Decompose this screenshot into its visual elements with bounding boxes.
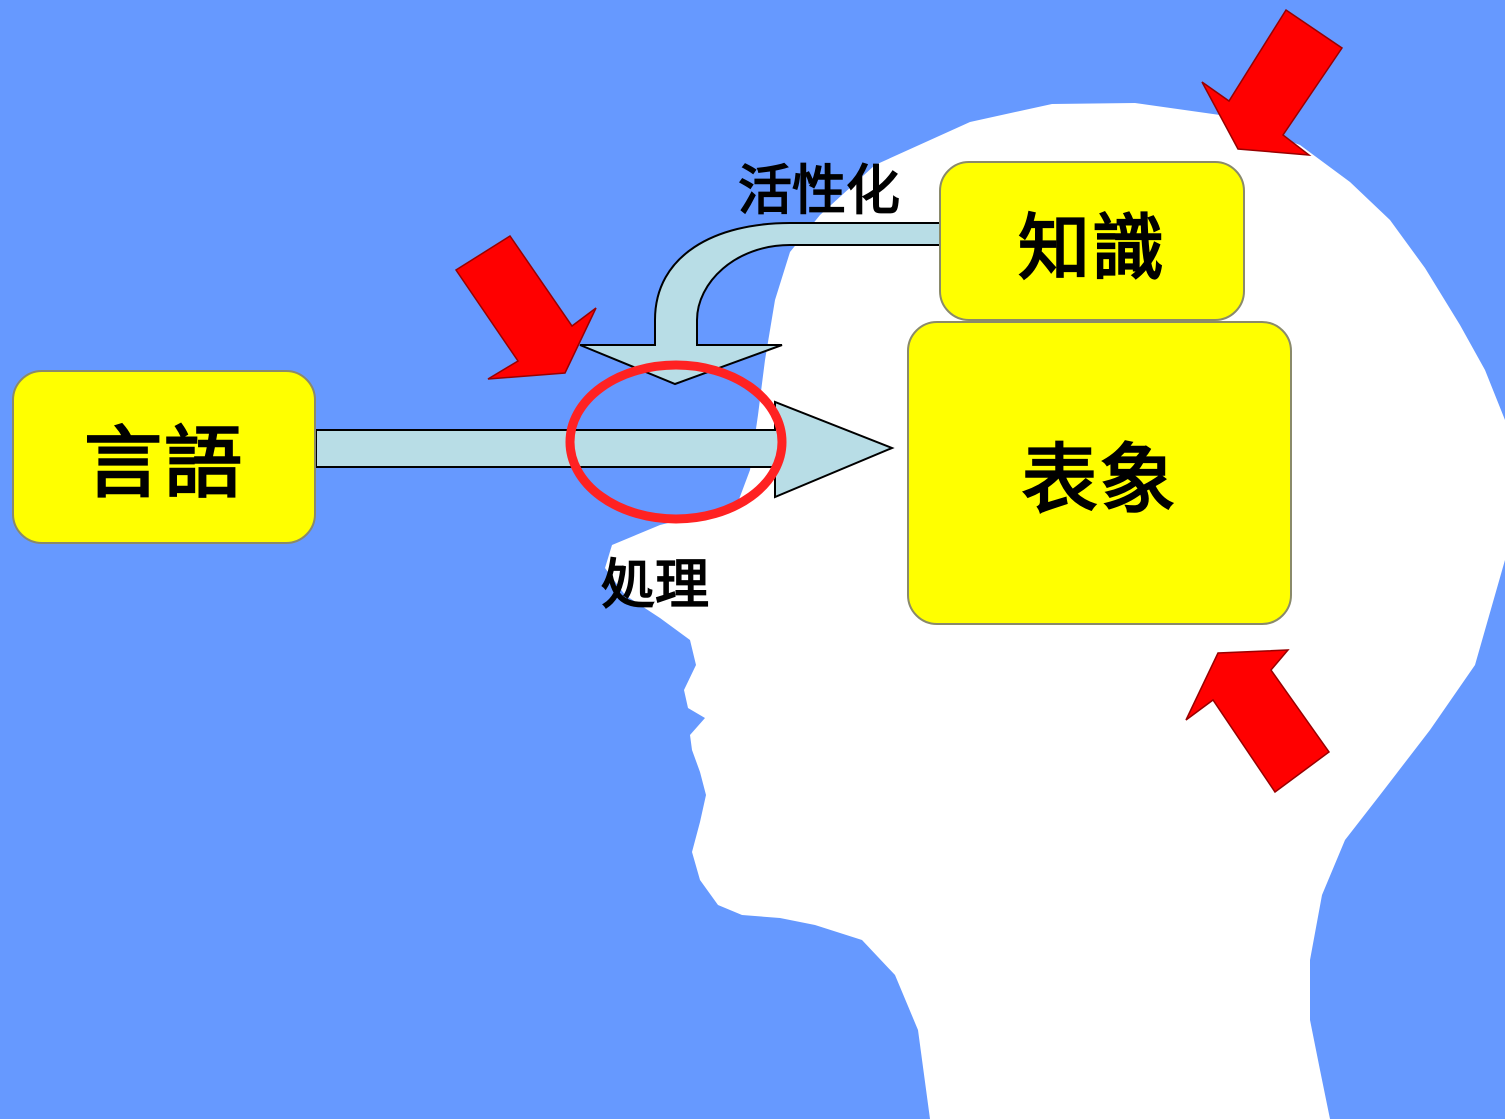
highlight-arrow-left (454, 234, 597, 380)
activation-label: 活性化 (738, 159, 900, 222)
focus-ring (565, 360, 787, 524)
language-node-label: 言語 (83, 419, 244, 509)
knowledge-node: 知識 (939, 161, 1245, 321)
representation-node-label: 表象 (1021, 435, 1178, 524)
knowledge-node-label: 知識 (1017, 205, 1166, 290)
language-node: 言語 (12, 370, 316, 544)
highlight-arrow-top-right (1201, 8, 1344, 156)
highlight-arrow-bottom-right (1185, 649, 1331, 794)
representation-node: 表象 (907, 321, 1292, 625)
processing-arrow (315, 400, 895, 499)
processing-label: 処理 (601, 553, 709, 616)
activation-arrow (579, 222, 942, 386)
